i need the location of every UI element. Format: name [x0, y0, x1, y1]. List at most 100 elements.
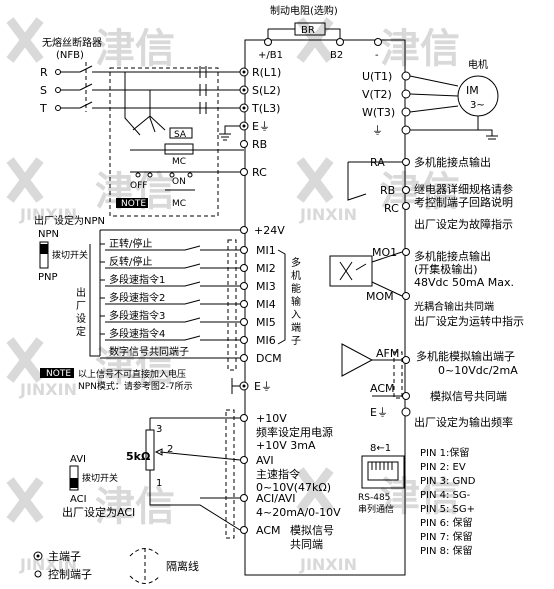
- svg-text:2: 2: [167, 444, 173, 455]
- brake-resistor-label: 制动电阻(选购): [270, 4, 338, 17]
- mains-lines: R S T: [39, 62, 240, 115]
- svg-text:出厂设定为运转中指示: 出厂设定为运转中指示: [414, 314, 524, 328]
- svg-text:(开集极输出): (开集极输出): [414, 262, 478, 276]
- svg-text:ON: ON: [172, 177, 186, 187]
- avi-label: AVI: [70, 454, 86, 465]
- svg-text:主速指令: 主速指令: [256, 467, 300, 481]
- svg-text:T: T: [39, 102, 47, 115]
- svg-text:正转/停止: 正转/停止: [109, 237, 152, 250]
- control-circuit-box: [109, 67, 219, 217]
- note-badge: [116, 198, 148, 208]
- svg-text:PIN 4: SG-: PIN 4: SG-: [420, 490, 471, 501]
- mo1-output: MO1 MOM 多机能接点输出 (开集极输出) 48Vdc 50mA Max. …: [329, 246, 524, 328]
- svg-text:+/B1: +/B1: [258, 50, 283, 61]
- svg-text:RB: RB: [380, 184, 395, 197]
- svg-text:RC: RC: [384, 202, 399, 215]
- svg-text:共同端: 共同端: [290, 538, 323, 551]
- svg-text:PNP: PNP: [38, 272, 58, 283]
- svg-text:ACM: ACM: [256, 524, 281, 537]
- dcm-terminal: [240, 354, 248, 362]
- svg-text:子: 子: [291, 335, 301, 347]
- svg-text:考控制端子回路说明: 考控制端子回路说明: [414, 195, 513, 209]
- svg-text:津信: 津信: [95, 484, 175, 530]
- motor-title: 电机: [468, 58, 488, 71]
- svg-text:能: 能: [291, 282, 301, 295]
- svg-text:津信: 津信: [95, 344, 175, 390]
- svg-text:R: R: [40, 66, 48, 79]
- svg-text:串列通信: 串列通信: [358, 503, 394, 515]
- svg-text:JINXIN: JINXIN: [19, 205, 77, 224]
- svg-text:PIN 8: 保留: PIN 8: 保留: [420, 544, 473, 557]
- svg-text:1: 1: [156, 478, 162, 489]
- svg-text:U(T1): U(T1): [362, 70, 392, 83]
- svg-text:模拟信号共同端: 模拟信号共同端: [430, 389, 507, 403]
- svg-text:反转/停止: 反转/停止: [109, 255, 152, 268]
- svg-text:0~10Vdc/2mA: 0~10Vdc/2mA: [438, 364, 518, 377]
- svg-text:PIN 2: EV: PIN 2: EV: [420, 462, 466, 473]
- motor-terminals: U(T1) V(T2) W(T3) ⏚: [362, 70, 498, 140]
- svg-text:0~10V(47kΩ): 0~10V(47kΩ): [256, 481, 331, 494]
- legend: 主端子 控制端子 隔离线: [33, 548, 199, 584]
- b1-terminal: [264, 38, 272, 46]
- svg-text:NPN模式：请参考图2-7所示: NPN模式：请参考图2-7所示: [78, 380, 193, 392]
- svg-text:MI1: MI1: [256, 244, 276, 257]
- svg-text:ACI: ACI: [70, 494, 87, 505]
- svg-text:模拟信号: 模拟信号: [290, 523, 334, 537]
- svg-text:S(L2): S(L2): [252, 84, 281, 97]
- svg-text:PIN 3: GND: PIN 3: GND: [420, 476, 476, 487]
- svg-text:输: 输: [291, 295, 301, 308]
- svg-text:NOTE: NOTE: [121, 199, 146, 209]
- svg-text:出: 出: [76, 286, 86, 299]
- svg-text:JINXIN: JINXIN: [299, 205, 357, 224]
- svg-text:拨切开关: 拨切开关: [52, 249, 88, 261]
- svg-text:3~: 3~: [470, 100, 485, 111]
- svg-text:BR: BR: [301, 25, 315, 36]
- relay-output: RA RB RC 多机能接点输出 继电器详细规格请参 考控制端子回路说明 出厂设…: [347, 155, 513, 231]
- afm-output: AFM 多机能模拟输出端子 0~10Vdc/2mA ACM 模拟信号共同端 E⏚…: [341, 343, 518, 429]
- svg-text:IM: IM: [466, 84, 479, 97]
- svg-text:多段速指令1: 多段速指令1: [109, 273, 165, 286]
- svg-text:ACM: ACM: [370, 382, 395, 395]
- power-terminals: R(L1) S(L2) T(L3) E⏚: [219, 66, 281, 141]
- svg-text:入: 入: [291, 310, 301, 321]
- analog-inputs: +10V 频率设定用电源 +10V 3mA AVI 主速指令 0~10V(47k…: [145, 409, 341, 551]
- svg-text:多机能接点输出: 多机能接点输出: [414, 249, 491, 263]
- svg-text:拨切开关: 拨切开关: [82, 472, 118, 484]
- svg-text:MI4: MI4: [256, 298, 276, 311]
- svg-text:PIN 5: SG+: PIN 5: SG+: [420, 504, 475, 515]
- svg-text:端: 端: [291, 321, 301, 334]
- dcm-label: 数字信号共同端子: [109, 345, 189, 358]
- svg-text:RC: RC: [252, 166, 267, 179]
- svg-text:光耦合输出共同端: 光耦合输出共同端: [414, 300, 494, 313]
- svg-text:多机能模拟输出端子: 多机能模拟输出端子: [416, 349, 515, 363]
- svg-text:津信: 津信: [380, 26, 460, 72]
- svg-text:隔离线: 隔离线: [166, 559, 199, 573]
- svg-text:ACI/AVI: ACI/AVI: [256, 492, 296, 505]
- svg-text:E⏚: E⏚: [254, 380, 272, 393]
- svg-text:48Vdc 50mA Max.: 48Vdc 50mA Max.: [414, 276, 514, 289]
- svg-text:T(L3): T(L3): [251, 102, 280, 115]
- npn-switch[interactable]: [39, 241, 49, 269]
- svg-text:MOM: MOM: [366, 290, 394, 303]
- svg-text:多段速指令2: 多段速指令2: [109, 291, 165, 304]
- svg-text:PIN 1:保留: PIN 1:保留: [420, 446, 469, 459]
- svg-text:多机能接点输出: 多机能接点输出: [414, 155, 491, 169]
- pot-value: 5kΩ: [126, 450, 151, 463]
- svg-text:机: 机: [291, 269, 301, 282]
- svg-text:MC: MC: [172, 157, 186, 167]
- breaker-title: 无熔丝断路器: [42, 36, 102, 49]
- svg-text:定: 定: [76, 325, 86, 338]
- svg-text:MI3: MI3: [256, 280, 276, 293]
- svg-text:(NFB): (NFB): [56, 50, 84, 61]
- svg-text:MI2: MI2: [256, 262, 276, 275]
- svg-text:⏚: ⏚: [372, 124, 383, 137]
- svg-text:4~20mA/0-10V: 4~20mA/0-10V: [256, 506, 341, 519]
- svg-text:-: -: [375, 50, 379, 61]
- svg-text:DCM: DCM: [256, 352, 282, 365]
- svg-text:AVI: AVI: [256, 454, 274, 467]
- svg-text:设: 设: [76, 313, 86, 325]
- svg-text:控制端子: 控制端子: [48, 567, 92, 581]
- svg-text:JINXIN: JINXIN: [19, 380, 77, 399]
- svg-text:出厂设定为故障指示: 出厂设定为故障指示: [414, 217, 513, 231]
